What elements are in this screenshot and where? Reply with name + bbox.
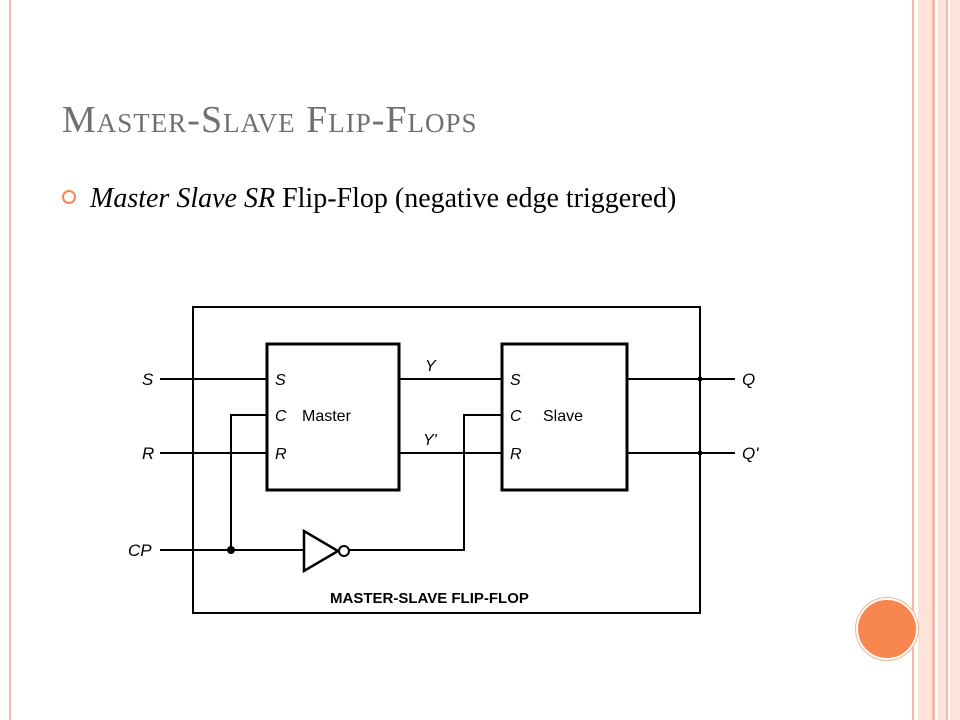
outer-enclosure [192, 306, 701, 614]
bullet-text: Master Slave SR Flip-Flop (negative edge… [90, 180, 740, 218]
right-decorative-stripes [912, 0, 960, 720]
inverter-triangle [302, 528, 341, 574]
master-label: Master [302, 408, 352, 425]
cp-junction-dot [227, 546, 235, 554]
s-input-label: S [142, 370, 154, 389]
cp-input-label: CP [128, 541, 152, 560]
diagram-caption: MASTER-SLAVE FLIP-FLOP [330, 590, 529, 607]
r-input-label: R [142, 444, 154, 463]
y-bar-label: Y' [423, 432, 438, 449]
master-c-pin: C [275, 408, 287, 425]
circuit-diagram-svg: S R CP S C R Master S C R Slave Y Y' Q Q… [128, 306, 759, 614]
slave-block [500, 342, 629, 492]
cp-master-clock-wire [230, 414, 267, 550]
master-r-pin: R [275, 446, 287, 463]
inverter-bubble [338, 545, 350, 557]
q-output-label: Q [742, 370, 755, 389]
slave-label: Slave [543, 408, 583, 425]
inverted-clock-wire [349, 414, 502, 551]
q-bar-output-label: Q' [742, 444, 759, 463]
q-bar-border-tick [697, 450, 703, 456]
left-border-rule [9, 0, 11, 720]
slave-r-pin: R [510, 446, 522, 463]
y-label: Y [425, 358, 437, 375]
slave-s-pin: S [510, 372, 521, 389]
q-border-tick [697, 376, 703, 382]
slave-c-pin: C [510, 408, 522, 425]
master-s-pin: S [275, 372, 286, 389]
master-block [265, 342, 401, 492]
orange-circle-decoration [856, 598, 918, 660]
master-slave-diagram: S R CP S C R Master S C R Slave Y Y' Q Q… [120, 295, 780, 625]
ring-bullet-icon [62, 190, 76, 204]
bullet-plain-text: Flip-Flop (negative edge triggered) [275, 183, 677, 214]
slide-title: Master-Slave Flip-Flops [62, 99, 478, 141]
bullet-italic-text: Master Slave SR [90, 183, 276, 214]
